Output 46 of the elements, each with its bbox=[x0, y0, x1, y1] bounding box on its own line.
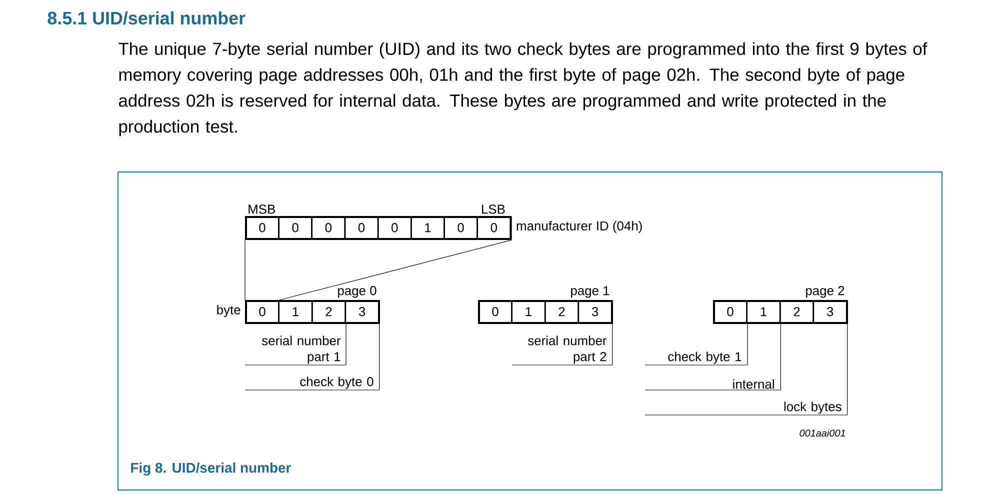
bit-order-label: MSB bbox=[248, 204, 275, 214]
expansion-line bbox=[279, 240, 512, 300]
leader-line bbox=[644, 323, 748, 366]
figure-id: 001aai001 bbox=[800, 429, 845, 437]
bit-cell: 0 bbox=[311, 216, 346, 240]
node-label: page 2 bbox=[806, 286, 844, 298]
byte-cell: 3 bbox=[344, 300, 380, 324]
bit-cell: 0 bbox=[344, 216, 379, 240]
byte-cell: 1 bbox=[746, 300, 781, 324]
bit-cell: 1 bbox=[410, 216, 445, 240]
byte-cell: 1 bbox=[511, 300, 546, 324]
byte-cell: 2 bbox=[780, 300, 814, 324]
bit-cell: 0 bbox=[444, 216, 478, 240]
body-paragraph: The unique 7-byte serial number (UID) and its two check bytes are programmed into the first 9 bytes of memory covering page addresses 00h, 01h and the first byte of page 02h. The second byte of page address 02h is reserved for internal data. These bytes are programmed and write protected in the production test. bbox=[118, 42, 928, 136]
leader-line bbox=[644, 323, 848, 416]
byte-cell: 0 bbox=[713, 300, 748, 324]
node-label: page 1 bbox=[571, 286, 610, 298]
figure-caption: Fig 8. UID/serial number bbox=[131, 462, 291, 476]
byte-cell: 0 bbox=[478, 300, 512, 324]
leader-text: serial number part 1 bbox=[262, 336, 341, 364]
leader-text: lock bytes bbox=[784, 402, 842, 414]
byte-cell: 3 bbox=[578, 300, 612, 324]
bit-cell: 0 bbox=[476, 216, 512, 240]
annotation: manufacturer ID (04h) bbox=[516, 220, 642, 234]
leader-text: serial number part 2 bbox=[528, 336, 607, 364]
bit-order-label: LSB bbox=[482, 204, 505, 214]
register-box bbox=[245, 216, 512, 240]
byte-cell: 2 bbox=[544, 300, 579, 324]
leader-line bbox=[644, 323, 781, 390]
node-label: page 0 bbox=[338, 286, 376, 298]
bit-cell: 0 bbox=[278, 216, 312, 240]
leader-text: check byte 1 bbox=[668, 352, 742, 364]
leader-line bbox=[244, 323, 380, 390]
byte-cell: 3 bbox=[812, 300, 848, 324]
bit-cell: 0 bbox=[245, 216, 280, 240]
section-heading: 8.5.1 UID/serial number bbox=[48, 11, 246, 25]
leader-text: internal bbox=[733, 379, 774, 389]
leader-line bbox=[244, 323, 346, 366]
bit-cell: 0 bbox=[377, 216, 412, 240]
leader-line bbox=[512, 323, 613, 366]
byte-cell: 1 bbox=[278, 300, 313, 324]
expansion-line bbox=[244, 240, 246, 300]
byte-cell: 2 bbox=[312, 300, 346, 324]
leader-text: check byte 0 bbox=[300, 376, 374, 389]
annotation: byte bbox=[217, 304, 240, 318]
byte-cell: 0 bbox=[245, 300, 280, 324]
